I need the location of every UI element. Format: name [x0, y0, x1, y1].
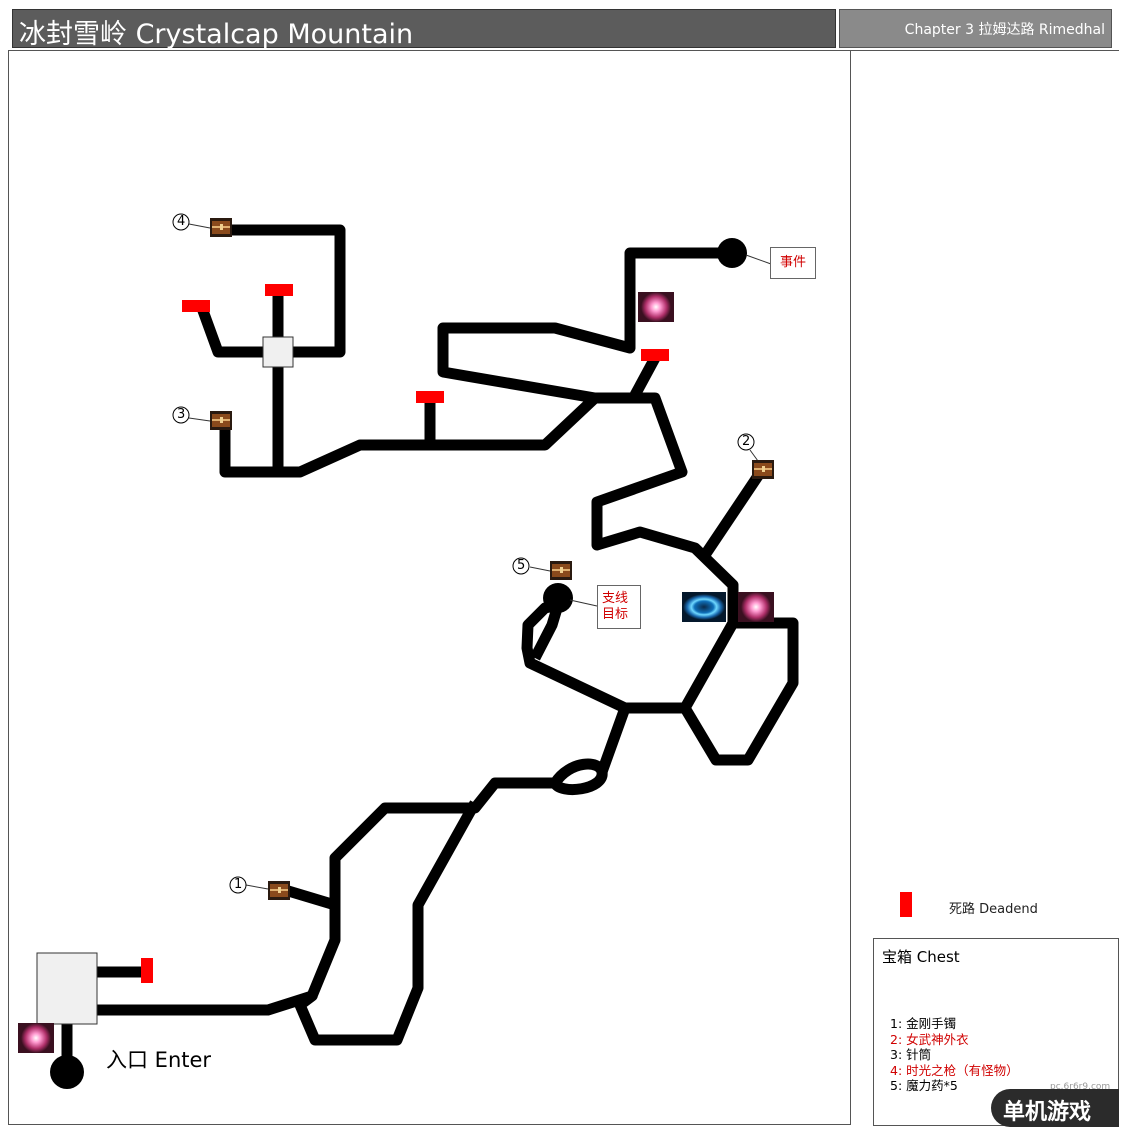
path-entrance-main	[97, 800, 480, 1046]
chest-number-marker	[229, 876, 247, 894]
treasure-chest-icon	[268, 881, 290, 900]
leader-line	[745, 254, 772, 265]
treasure-chest-icon	[210, 411, 232, 430]
path-side-quest	[521, 599, 628, 713]
chest-legend-item: 5: 魔力药*5	[890, 1078, 958, 1093]
chest-legend-item: 4: 时光之枪（有怪物）	[890, 1062, 1019, 1078]
entrance-area	[36, 952, 98, 1025]
enter-label: 入口 Enter	[106, 1048, 212, 1072]
side-quest-label-line2: 目标	[602, 607, 629, 622]
treasure-chest-icon	[550, 561, 572, 580]
deadend-marker	[416, 391, 444, 403]
leader-line	[569, 599, 598, 607]
side-quest-label: 支线 目标	[597, 585, 641, 629]
deadend-legend-label: 死路 Deadend	[949, 902, 1038, 917]
leader-line	[188, 417, 211, 422]
side-quest-point	[543, 583, 573, 613]
chapter-bar: Chapter 3 拉姆达路 Rimedhal	[839, 9, 1112, 48]
save-point-icon	[638, 292, 674, 322]
chest-number-marker	[512, 557, 530, 575]
deadend-marker	[641, 349, 669, 361]
path-left-loop	[306, 777, 555, 999]
site-logo: 单机游戏	[991, 1089, 1119, 1127]
path-to-junction	[596, 702, 685, 774]
portal-icon	[682, 592, 726, 622]
event-label: 事件	[770, 247, 816, 279]
save-point-icon	[18, 1023, 54, 1053]
deadend-legend-swatch	[900, 892, 912, 917]
path-upper-zigzag	[219, 392, 739, 623]
side-quest-label-line1: 支线	[602, 591, 629, 606]
chest-number-1: 1	[234, 877, 243, 892]
path-right-loop	[680, 617, 799, 766]
save-point-icon	[738, 592, 774, 622]
map-frame	[8, 50, 851, 1125]
deadend-marker	[141, 958, 153, 983]
chest-number-5: 5	[517, 558, 526, 573]
site-watermark: pc.6r6r9.com	[1050, 1082, 1111, 1092]
chest-legend-item: 1: 金刚手镯	[890, 1016, 957, 1031]
chest-legend-title: 宝箱 Chest	[882, 948, 960, 966]
frame-divider	[851, 50, 1119, 51]
map-title: 冰封雪岭 Crystalcap Mountain	[19, 19, 414, 50]
chest-legend-item: 3: 针筒	[890, 1047, 932, 1062]
treasure-chest-icon	[210, 218, 232, 237]
chest-number-4: 4	[177, 214, 186, 229]
path-box-left	[196, 306, 263, 358]
treasure-chest-icon	[752, 460, 774, 479]
leader-line	[188, 223, 211, 229]
path-chest-2	[700, 466, 767, 559]
path-deadend-right	[630, 355, 660, 398]
event-label-text: 事件	[779, 255, 806, 270]
site-logo-text: 单机游戏	[1003, 1100, 1092, 1125]
chest-number-marker	[172, 406, 190, 424]
path-box-right	[225, 224, 346, 358]
chest-number-2: 2	[742, 434, 751, 449]
chest-number-marker	[737, 433, 755, 451]
chest-legend-item: 2: 女武神外衣	[890, 1031, 969, 1047]
path-chest-1	[283, 884, 337, 911]
deadend-marker	[265, 284, 293, 296]
chest-legend-list: 1: 金刚手镯 2: 女武神外衣 3: 针筒 4: 时光之枪（有怪物） 5: 魔…	[890, 1016, 1019, 1094]
junction-box	[262, 336, 294, 368]
chapter-title: Chapter 3 拉姆达路 Rimedhal	[904, 22, 1105, 38]
map-title-bar: 冰封雪岭 Crystalcap Mountain	[12, 9, 836, 50]
chest-number-3: 3	[177, 407, 186, 422]
leader-line	[529, 566, 551, 572]
chest-number-marker	[172, 213, 190, 231]
entrance-point	[50, 1055, 84, 1089]
deadend-marker	[182, 300, 210, 312]
path-twist-lower	[549, 758, 608, 795]
event-point	[717, 238, 747, 268]
leader-line	[245, 884, 269, 890]
leader-line	[749, 449, 759, 462]
path-loop-top	[437, 247, 730, 404]
